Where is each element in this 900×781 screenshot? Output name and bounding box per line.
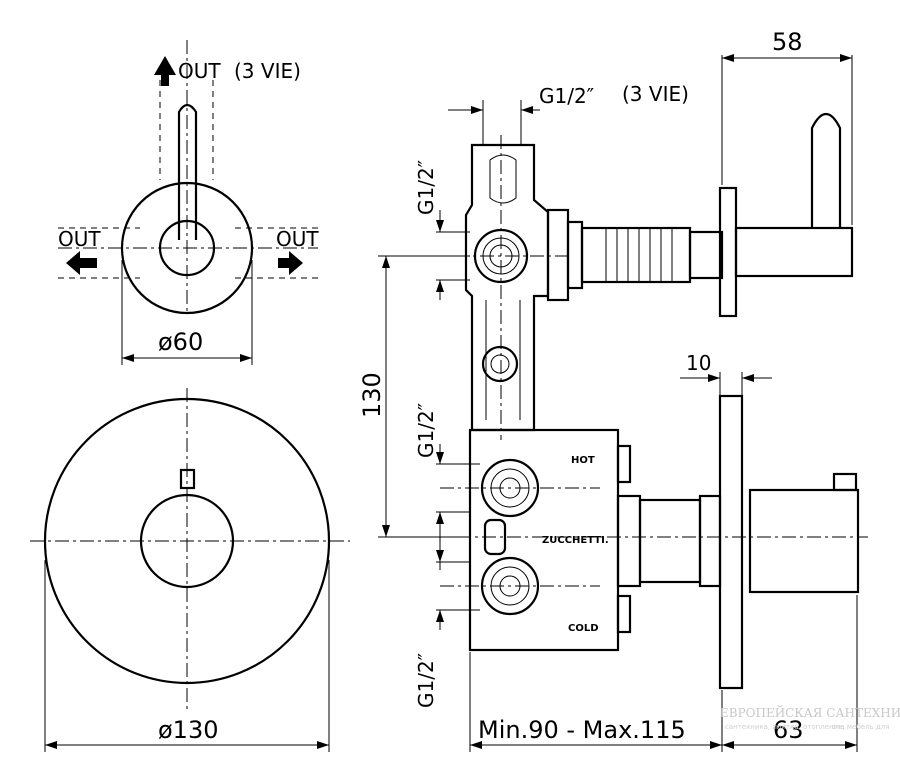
diameter-130-label: ø130 <box>158 716 219 744</box>
cold-label: COLD <box>568 623 599 634</box>
thermostat-knob <box>748 488 860 594</box>
dim-130-label: 130 <box>358 372 386 418</box>
arrow-left-icon <box>66 251 97 275</box>
min-max-label: Min.90 - Max.115 <box>478 716 686 744</box>
watermark-line3: спа <box>832 723 845 731</box>
rosette-small-outline <box>120 181 254 315</box>
out-top-suffix: (3 VIE) <box>234 59 301 83</box>
side-lever-handle <box>810 112 842 228</box>
g-side-2-label: G1/2″ <box>414 403 438 458</box>
brand-label: ZUCCHETTI. <box>542 535 609 546</box>
lower-rosette-plate <box>718 394 744 690</box>
watermark-line2: сантехника, плитка, отопление, мебель дл… <box>725 723 889 731</box>
out-top-label: OUT <box>178 59 221 83</box>
large-rosette-view: ø130 <box>30 388 350 752</box>
out-left-label: OUT <box>58 227 101 251</box>
g-side-3-label: G1/2″ <box>414 653 438 708</box>
hot-label: HOT <box>571 455 595 466</box>
g-top-suffix: (3 VIE) <box>622 82 689 106</box>
side-section-view: G1/2″ (3 VIE) 58 <box>358 28 900 752</box>
arrow-right-icon <box>278 251 303 275</box>
arrow-up-icon <box>154 56 176 86</box>
spindle-opening <box>139 493 235 589</box>
lever-hub <box>158 219 216 277</box>
lever-handle <box>177 103 198 240</box>
diameter-60-label: ø60 <box>158 328 203 356</box>
dim-58-label: 58 <box>772 28 803 56</box>
watermark-line1: ЕВРОПЕЙСКАЯ САНТЕХНИКА <box>720 704 900 720</box>
dim-10-label: 10 <box>686 351 711 375</box>
g-top-label: G1/2″ <box>539 84 594 108</box>
small-rosette-view: OUT (3 VIE) OUT OUT ø60 <box>58 40 319 365</box>
out-right-label: OUT <box>276 227 319 251</box>
diverter-body <box>464 143 550 432</box>
rosette-large-outline <box>43 397 331 685</box>
dim-63-label: 63 <box>773 716 804 744</box>
g-side-1-label: G1/2″ <box>414 160 438 215</box>
